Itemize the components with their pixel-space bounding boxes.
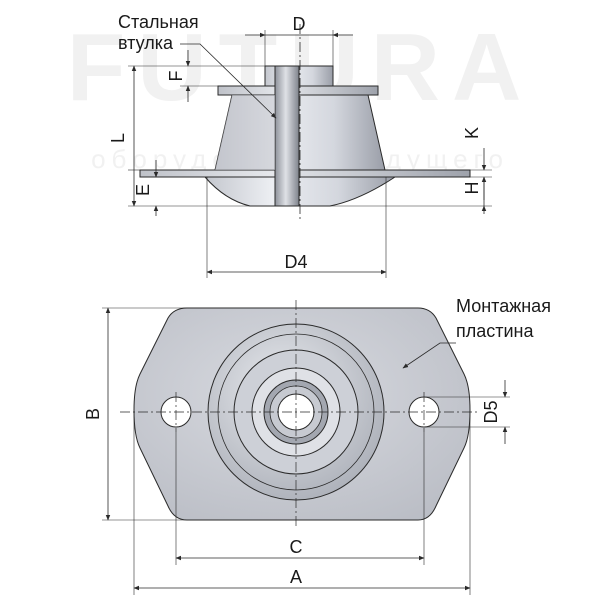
side-steel-bushing xyxy=(274,65,300,207)
dim-D-label: D xyxy=(293,14,306,34)
mounting-plate-leader xyxy=(402,342,456,369)
dim-D5-label: D5 xyxy=(481,400,501,423)
side-dimension-lines xyxy=(131,32,487,275)
dim-K-label: K xyxy=(462,127,482,139)
mounting-plate-label-line2: пластина xyxy=(456,321,535,341)
dim-H-label: H xyxy=(462,182,482,195)
dim-A-label: A xyxy=(290,567,302,587)
side-section-fill xyxy=(215,95,275,170)
dim-D4-label: D4 xyxy=(284,252,307,272)
plan-view xyxy=(133,307,471,521)
plan-centerlines xyxy=(120,300,478,528)
dim-E-label: E xyxy=(133,184,153,196)
mounting-plate-callout: Монтажная пластина xyxy=(402,296,551,369)
steel-bushing-label-line2: втулка xyxy=(118,33,174,53)
dim-B-label: B xyxy=(83,408,103,420)
plan-extension-lines xyxy=(102,307,510,595)
side-view xyxy=(139,24,471,222)
steel-bushing-callout: Стальная втулка xyxy=(118,12,277,119)
steel-bushing-label-line1: Стальная xyxy=(118,12,199,32)
dim-C-label: C xyxy=(290,537,303,557)
dim-F-label: F xyxy=(166,71,186,82)
mounting-plate-label-line1: Монтажная xyxy=(456,296,551,316)
steel-bushing-leader xyxy=(180,43,277,119)
dim-L-label: L xyxy=(108,133,128,143)
side-base-plate xyxy=(139,169,471,178)
plan-dimension-lines xyxy=(105,307,508,591)
